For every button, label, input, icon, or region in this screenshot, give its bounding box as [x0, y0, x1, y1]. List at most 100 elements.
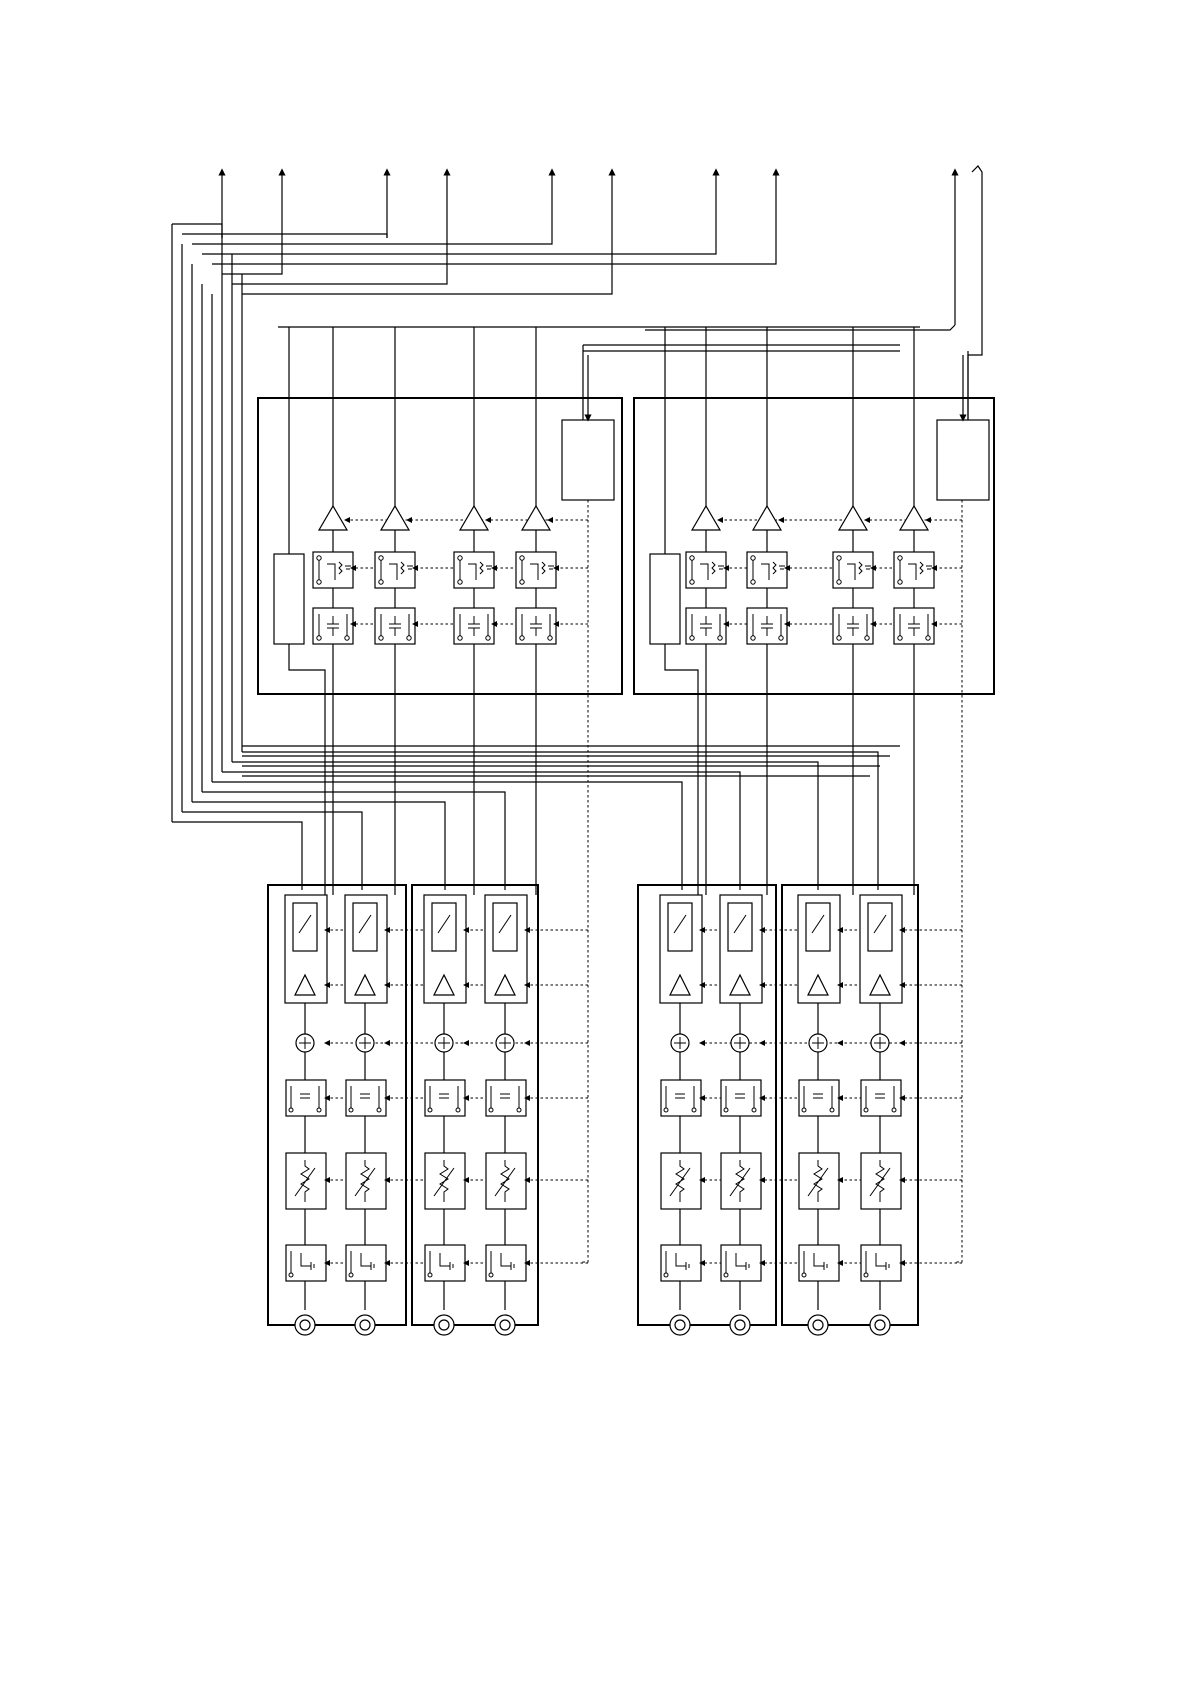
amplifier-icon	[522, 506, 550, 530]
terminal-icon	[517, 1108, 521, 1112]
terminal-icon	[664, 1273, 668, 1277]
terminal-icon	[892, 1108, 896, 1112]
input-box	[274, 554, 304, 644]
channel-modules	[268, 885, 962, 1335]
bus-line	[232, 238, 447, 284]
terminal-icon	[458, 580, 462, 584]
connector-icon	[675, 1320, 685, 1330]
terminal-icon	[837, 636, 841, 640]
terminal-icon	[345, 636, 349, 640]
terminal-icon	[690, 580, 694, 584]
terminal-icon	[377, 1108, 381, 1112]
amplifier-icon	[839, 506, 867, 530]
connector-icon	[500, 1320, 510, 1330]
amplifier-icon	[692, 506, 720, 530]
bus-line	[172, 224, 222, 238]
connector-icon	[813, 1320, 823, 1330]
interface-units	[258, 327, 994, 1260]
terminal-icon	[289, 1273, 293, 1277]
terminal-icon	[802, 1273, 806, 1277]
terminal-icon	[489, 1108, 493, 1112]
terminal-icon	[751, 580, 755, 584]
controller-box	[562, 420, 614, 500]
terminal-icon	[718, 636, 722, 640]
terminal-icon	[407, 636, 411, 640]
bus-line	[192, 238, 552, 244]
relay-box	[493, 903, 517, 951]
terminal-icon	[692, 1108, 696, 1112]
amplifier-icon	[900, 506, 928, 530]
amplifier-icon	[381, 506, 409, 530]
terminal-icon	[317, 580, 321, 584]
interface-channel	[516, 327, 588, 895]
terminal-icon	[690, 556, 694, 560]
terminal-icon	[379, 580, 383, 584]
control-line	[954, 1250, 962, 1262]
terminal-icon	[898, 580, 902, 584]
bus-line-right	[968, 166, 982, 420]
bus-feed	[242, 752, 878, 890]
bus-feed	[222, 772, 740, 890]
terminal-icon	[548, 636, 552, 640]
connector-icon	[360, 1320, 370, 1330]
connector-icon	[300, 1320, 310, 1330]
terminal-icon	[802, 1108, 806, 1112]
amplifier-icon	[753, 506, 781, 530]
channel-module	[412, 885, 588, 1335]
terminal-icon	[520, 580, 524, 584]
interface-unit	[634, 327, 994, 1260]
terminal-icon	[520, 556, 524, 560]
terminal-icon	[349, 1108, 353, 1112]
terminal-icon	[751, 636, 755, 640]
terminal-icon	[830, 1108, 834, 1112]
interface-channel	[894, 327, 962, 895]
relay-box	[806, 903, 830, 951]
bus-feed	[202, 792, 505, 890]
terminal-icon	[664, 1108, 668, 1112]
terminal-icon	[428, 1108, 432, 1112]
terminal-icon	[317, 636, 321, 640]
channel-module	[782, 885, 962, 1335]
module-channel	[485, 895, 588, 1335]
terminal-icon	[751, 556, 755, 560]
connector-icon	[875, 1320, 885, 1330]
terminal-icon	[865, 636, 869, 640]
bus-line	[202, 238, 716, 254]
input-box	[650, 554, 680, 644]
terminal-icon	[458, 556, 462, 560]
terminal-icon	[458, 636, 462, 640]
module-channel	[720, 895, 962, 1335]
connector-icon	[439, 1320, 449, 1330]
terminal-icon	[898, 636, 902, 640]
relay-box	[668, 903, 692, 951]
bus-line	[182, 234, 387, 238]
terminal-icon	[349, 1273, 353, 1277]
bus-feed	[172, 822, 302, 890]
terminal-icon	[317, 1108, 321, 1112]
terminal-icon	[898, 556, 902, 560]
relay-box	[868, 903, 892, 951]
terminal-icon	[864, 1273, 868, 1277]
control-line	[580, 1250, 588, 1262]
bus-feed	[192, 802, 445, 890]
terminal-icon	[489, 1273, 493, 1277]
relay-box	[293, 903, 317, 951]
terminal-icon	[428, 1273, 432, 1277]
terminal-icon	[317, 556, 321, 560]
relay-box	[728, 903, 752, 951]
terminal-icon	[724, 1108, 728, 1112]
terminal-icon	[779, 636, 783, 640]
module-channel	[860, 895, 962, 1335]
terminal-icon	[752, 1108, 756, 1112]
amplifier-icon	[460, 506, 488, 530]
terminal-icon	[864, 1108, 868, 1112]
terminal-icon	[486, 636, 490, 640]
terminal-icon	[837, 556, 841, 560]
controller-box	[937, 420, 989, 500]
terminal-icon	[379, 556, 383, 560]
bus-feed	[232, 762, 818, 890]
bus-feed	[182, 812, 362, 890]
connector-icon	[735, 1320, 745, 1330]
terminal-icon	[724, 1273, 728, 1277]
